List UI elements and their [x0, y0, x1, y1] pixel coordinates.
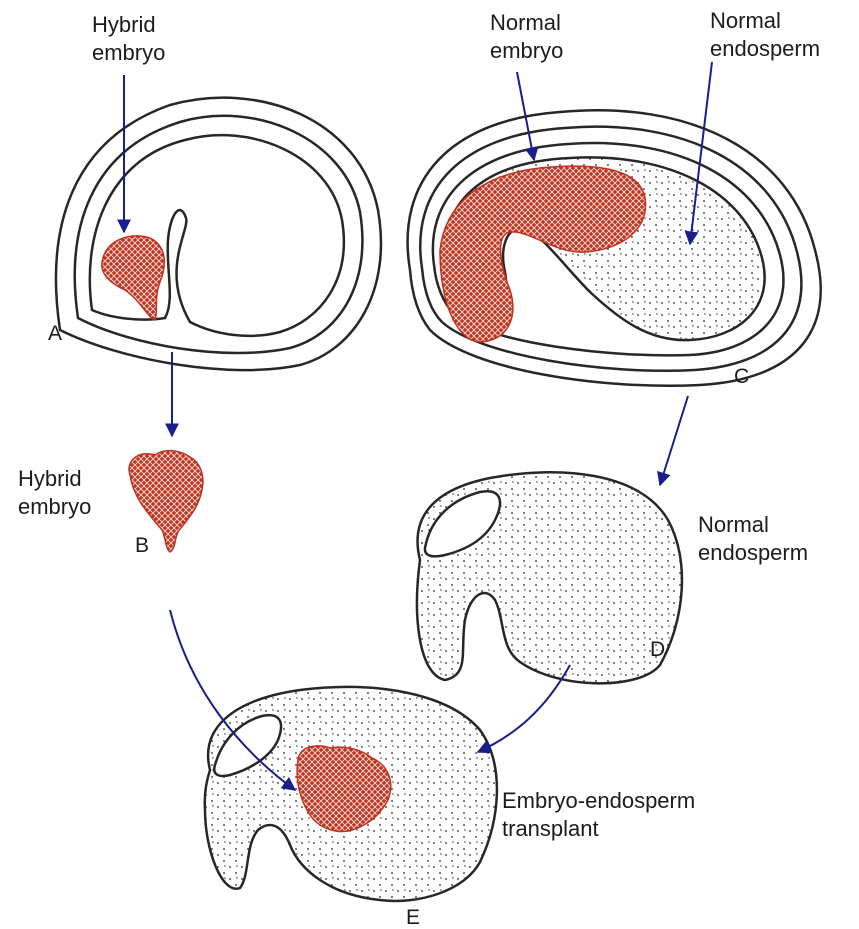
letter-a: A: [48, 322, 62, 345]
label-normal-endosperm-top-1: Normal: [710, 8, 781, 33]
seed-a: [56, 98, 381, 370]
label-normal-endosperm-mid-2: endosperm: [698, 540, 808, 565]
label-hybrid-embryo-mid-1: Hybrid: [18, 466, 82, 491]
label-hybrid-embryo-top-2: embryo: [92, 40, 165, 65]
transplant-e: [205, 687, 497, 901]
label-normal-endosperm-top-2: endosperm: [710, 36, 820, 61]
letter-e: E: [406, 906, 420, 929]
arrow-c-to-d: [660, 396, 688, 485]
label-normal-embryo-1: Normal: [490, 10, 561, 35]
label-transplant-1: Embryo-endosperm: [502, 788, 695, 813]
label-normal-endosperm-mid-1: Normal: [698, 512, 769, 537]
label-hybrid-embryo-mid-2: embryo: [18, 494, 91, 519]
label-hybrid-embryo-top-1: Hybrid: [92, 12, 156, 37]
letter-b: B: [135, 534, 149, 557]
seed-c: [408, 110, 821, 386]
letter-c: C: [734, 365, 749, 388]
hybrid-embryo-in-seed: [102, 236, 165, 320]
endosperm-d: [417, 472, 682, 683]
label-normal-embryo-2: embryo: [490, 38, 563, 63]
letter-d: D: [650, 638, 665, 661]
label-transplant-2: transplant: [502, 816, 599, 841]
